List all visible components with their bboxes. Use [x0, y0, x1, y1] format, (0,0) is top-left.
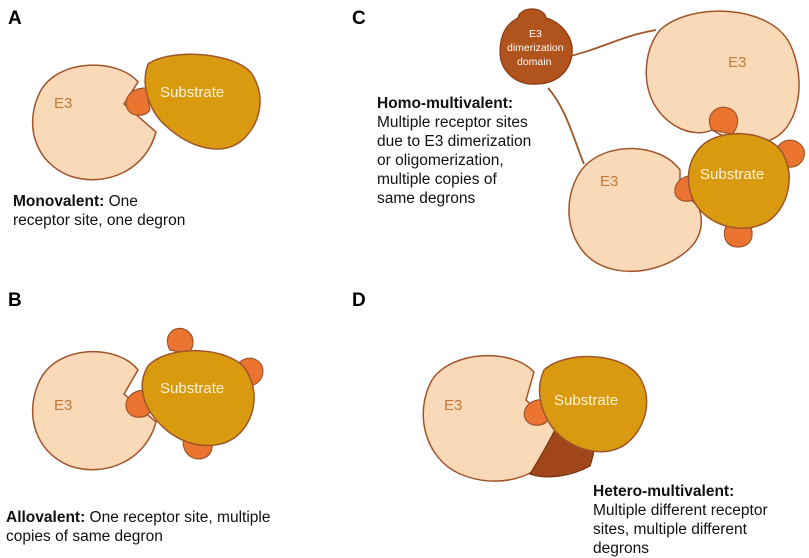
panel-c-caption-line: or oligomerization,	[377, 152, 504, 169]
panel-a-letter: A	[8, 8, 22, 29]
panel-a-caption-rest: One	[104, 193, 138, 210]
panel-a-substrate-label: Substrate	[160, 84, 224, 101]
panel-c-caption: Homo-multivalent: Multiple receptor site…	[377, 94, 531, 208]
panel-b-caption-line2: copies of same degron	[6, 528, 163, 545]
panel-c-dim-line3: domain	[517, 56, 552, 68]
panel-c-substrate	[687, 132, 790, 230]
panel-a-degron	[125, 87, 151, 116]
panel-a: A E3 Substrate	[8, 8, 261, 181]
panel-c-substrate-label: Substrate	[700, 166, 764, 183]
panel-d-substrate-label: Substrate	[554, 392, 618, 409]
panel-c-e3-bottom	[568, 147, 703, 273]
panel-d-caption-bold: Hetero-multivalent:	[593, 483, 735, 500]
panel-b-caption: Allovalent: One receptor site, multiple …	[6, 508, 270, 546]
panel-c-caption-line: same degrons	[377, 190, 476, 207]
panel-c-letter: C	[352, 8, 366, 29]
panel-a-e3-label: E3	[54, 95, 72, 112]
panel-c-caption-line: Multiple receptor sites	[377, 114, 528, 131]
panel-c-dim-line1: E3	[529, 28, 542, 40]
panel-d-letter: D	[352, 290, 366, 311]
panel-b: B E3 Substrate	[8, 290, 264, 471]
panel-d-caption-line: sites, multiple different	[593, 521, 747, 538]
panel-b-letter: B	[8, 290, 22, 311]
panel-a-substrate	[144, 53, 261, 150]
panel-a-caption-bold: Monovalent:	[13, 193, 105, 210]
panel-c-dimerization-domain	[499, 8, 573, 85]
panel-d-caption-line: degrons	[593, 540, 650, 557]
panel-a-caption: Monovalent: One receptor site, one degro…	[13, 192, 185, 230]
panel-b-e3-label: E3	[54, 397, 72, 414]
panel-c-caption-bold: Homo-multivalent:	[377, 95, 514, 112]
panel-c-e3-bottom-label: E3	[600, 173, 618, 190]
panel-d-substrate	[538, 355, 648, 453]
panel-a-caption-line2: receptor site, one degron	[13, 212, 186, 229]
panel-c: C E3 dimerization domain E3 E3 Substrate	[352, 8, 805, 273]
panel-b-caption-rest: One receptor site, multiple	[85, 509, 271, 526]
panel-d-caption: Hetero-multivalent: Multiple different r…	[593, 482, 768, 558]
panel-d: D E3 Substrate	[352, 290, 648, 482]
panel-c-degron-top	[708, 106, 739, 135]
panel-c-caption-line: due to E3 dimerization	[377, 133, 532, 150]
panel-c-e3-top-label: E3	[728, 54, 746, 71]
panel-c-linker-top	[561, 29, 657, 59]
panel-d-caption-line: Multiple different receptor	[593, 502, 768, 519]
panel-d-e3-label: E3	[444, 397, 462, 414]
panel-c-dim-line2: dimerization	[507, 42, 564, 54]
panel-b-caption-bold: Allovalent:	[6, 509, 86, 526]
panel-b-e3	[31, 351, 157, 471]
panel-b-substrate	[141, 349, 255, 447]
panel-a-e3	[31, 64, 157, 181]
panel-c-caption-line: multiple copies of	[377, 171, 497, 188]
panel-b-substrate-label: Substrate	[160, 380, 224, 397]
panel-c-linker-bottom	[547, 87, 585, 165]
